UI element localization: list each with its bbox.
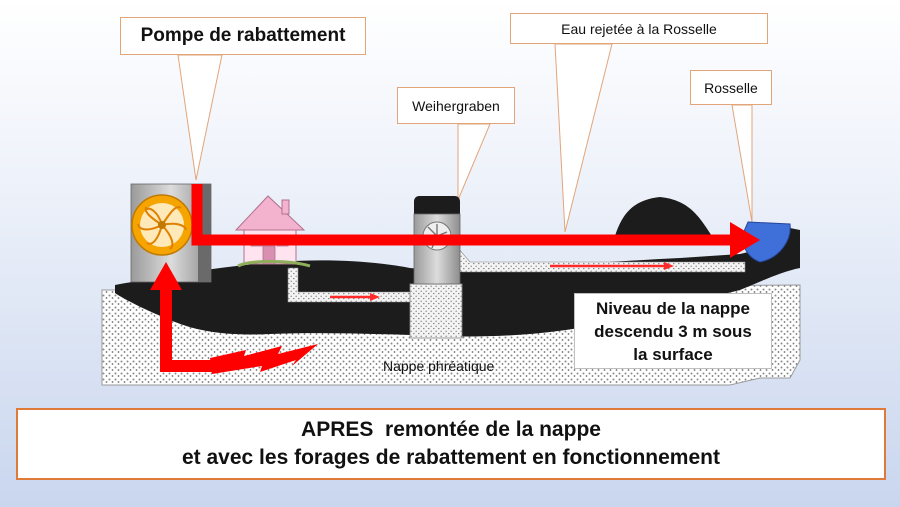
- pump-callout: Pompe de rabattement: [120, 17, 366, 55]
- eau-callout-pointer: [554, 43, 613, 233]
- rosselle-callout: Rosselle: [690, 70, 772, 105]
- flow-arrow-underground: [330, 293, 380, 301]
- caption-line-1: APRES remontée de la nappe: [301, 418, 601, 441]
- flow-arrow-drain: [550, 262, 674, 270]
- water-level-note-line: la surface: [633, 344, 713, 364]
- water-level-note-line: Niveau de la nappe: [596, 298, 750, 318]
- discharge-callout: Eau rejetée à la Rosselle: [510, 13, 768, 44]
- lightning-arrow-icon: [210, 344, 318, 374]
- pump-wheel-icon: [131, 194, 193, 256]
- water-level-note: Niveau de la nappe descendu 3 m sous la …: [574, 293, 772, 369]
- house-icon: [234, 195, 311, 268]
- water-table-label: Nappe phréatique: [383, 358, 495, 374]
- water-level-note-line: descendu 3 m sous: [594, 321, 752, 341]
- pump-callout-pointer: [177, 54, 223, 181]
- flow-arrow-main: [191, 184, 760, 258]
- weihergraben-callout: Weihergraben: [397, 87, 515, 124]
- weiher-callout-pointer: [457, 123, 491, 201]
- caption-line-2: et avec les forages de rabattement en fo…: [182, 446, 720, 469]
- hill: [615, 197, 712, 236]
- caption-box: APRES remontée de la nappe et avec les f…: [16, 408, 886, 480]
- rosselle-callout-pointer: [731, 104, 753, 223]
- sump: [409, 283, 463, 339]
